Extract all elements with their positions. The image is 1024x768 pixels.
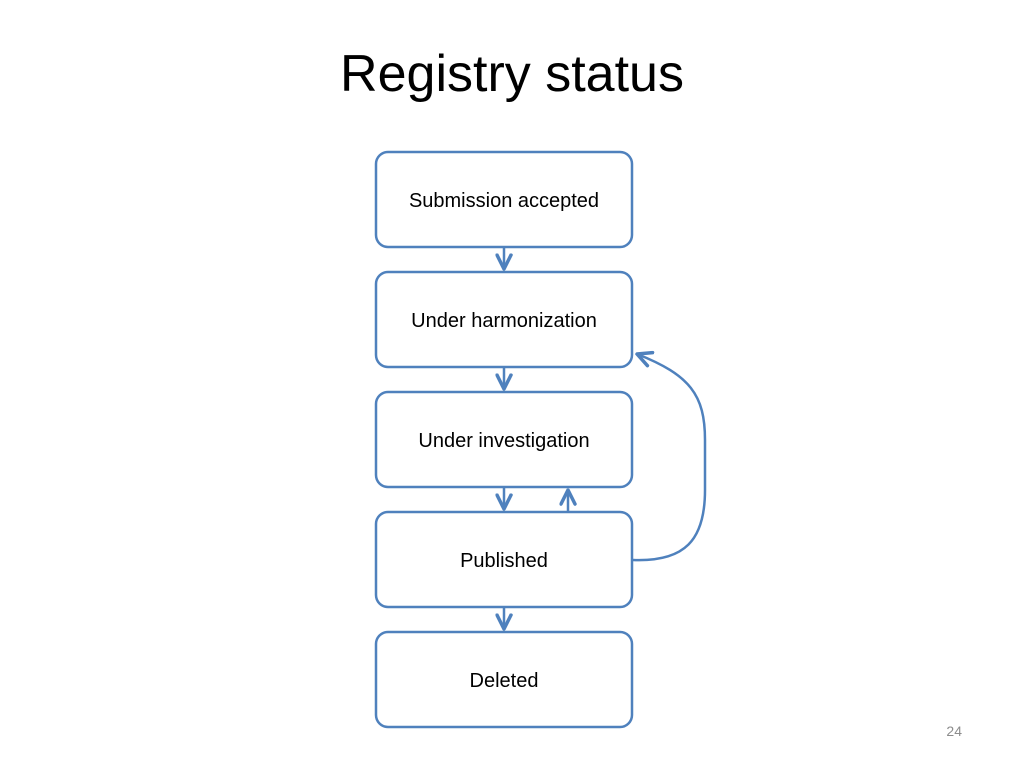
node-box bbox=[374, 390, 634, 489]
node-under-harmonization: Under harmonization bbox=[374, 270, 634, 369]
node-under-investigation: Under investigation bbox=[374, 390, 634, 489]
node-box bbox=[374, 510, 634, 609]
node-label: Deleted bbox=[470, 670, 539, 692]
node-submission-accepted: Submission accepted bbox=[374, 150, 634, 249]
arrow-published-to-harmonization bbox=[632, 350, 707, 562]
node-box bbox=[374, 150, 634, 249]
node-deleted: Deleted bbox=[374, 630, 634, 729]
node-box bbox=[374, 630, 634, 729]
node-label: Submission accepted bbox=[409, 190, 599, 212]
slide-title: Registry status bbox=[340, 45, 684, 103]
node-label: Under investigation bbox=[418, 430, 589, 452]
node-box bbox=[374, 270, 634, 369]
node-published: Published bbox=[374, 510, 634, 609]
page-number: 24 bbox=[946, 723, 962, 739]
node-label: Published bbox=[460, 550, 548, 572]
node-label: Under harmonization bbox=[411, 310, 597, 332]
